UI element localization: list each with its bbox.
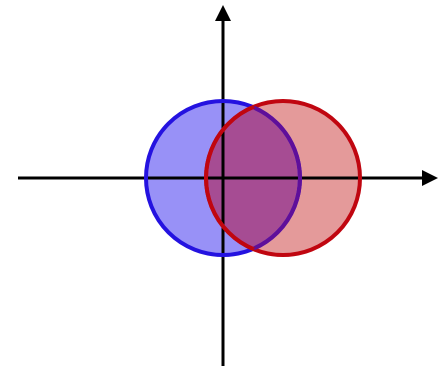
- x-axis-arrow-icon: [422, 170, 438, 186]
- overlap-outline-blue-part: [206, 101, 302, 255]
- y-axis-arrow-icon: [215, 5, 231, 21]
- overlap-outline-red-part: [204, 101, 300, 255]
